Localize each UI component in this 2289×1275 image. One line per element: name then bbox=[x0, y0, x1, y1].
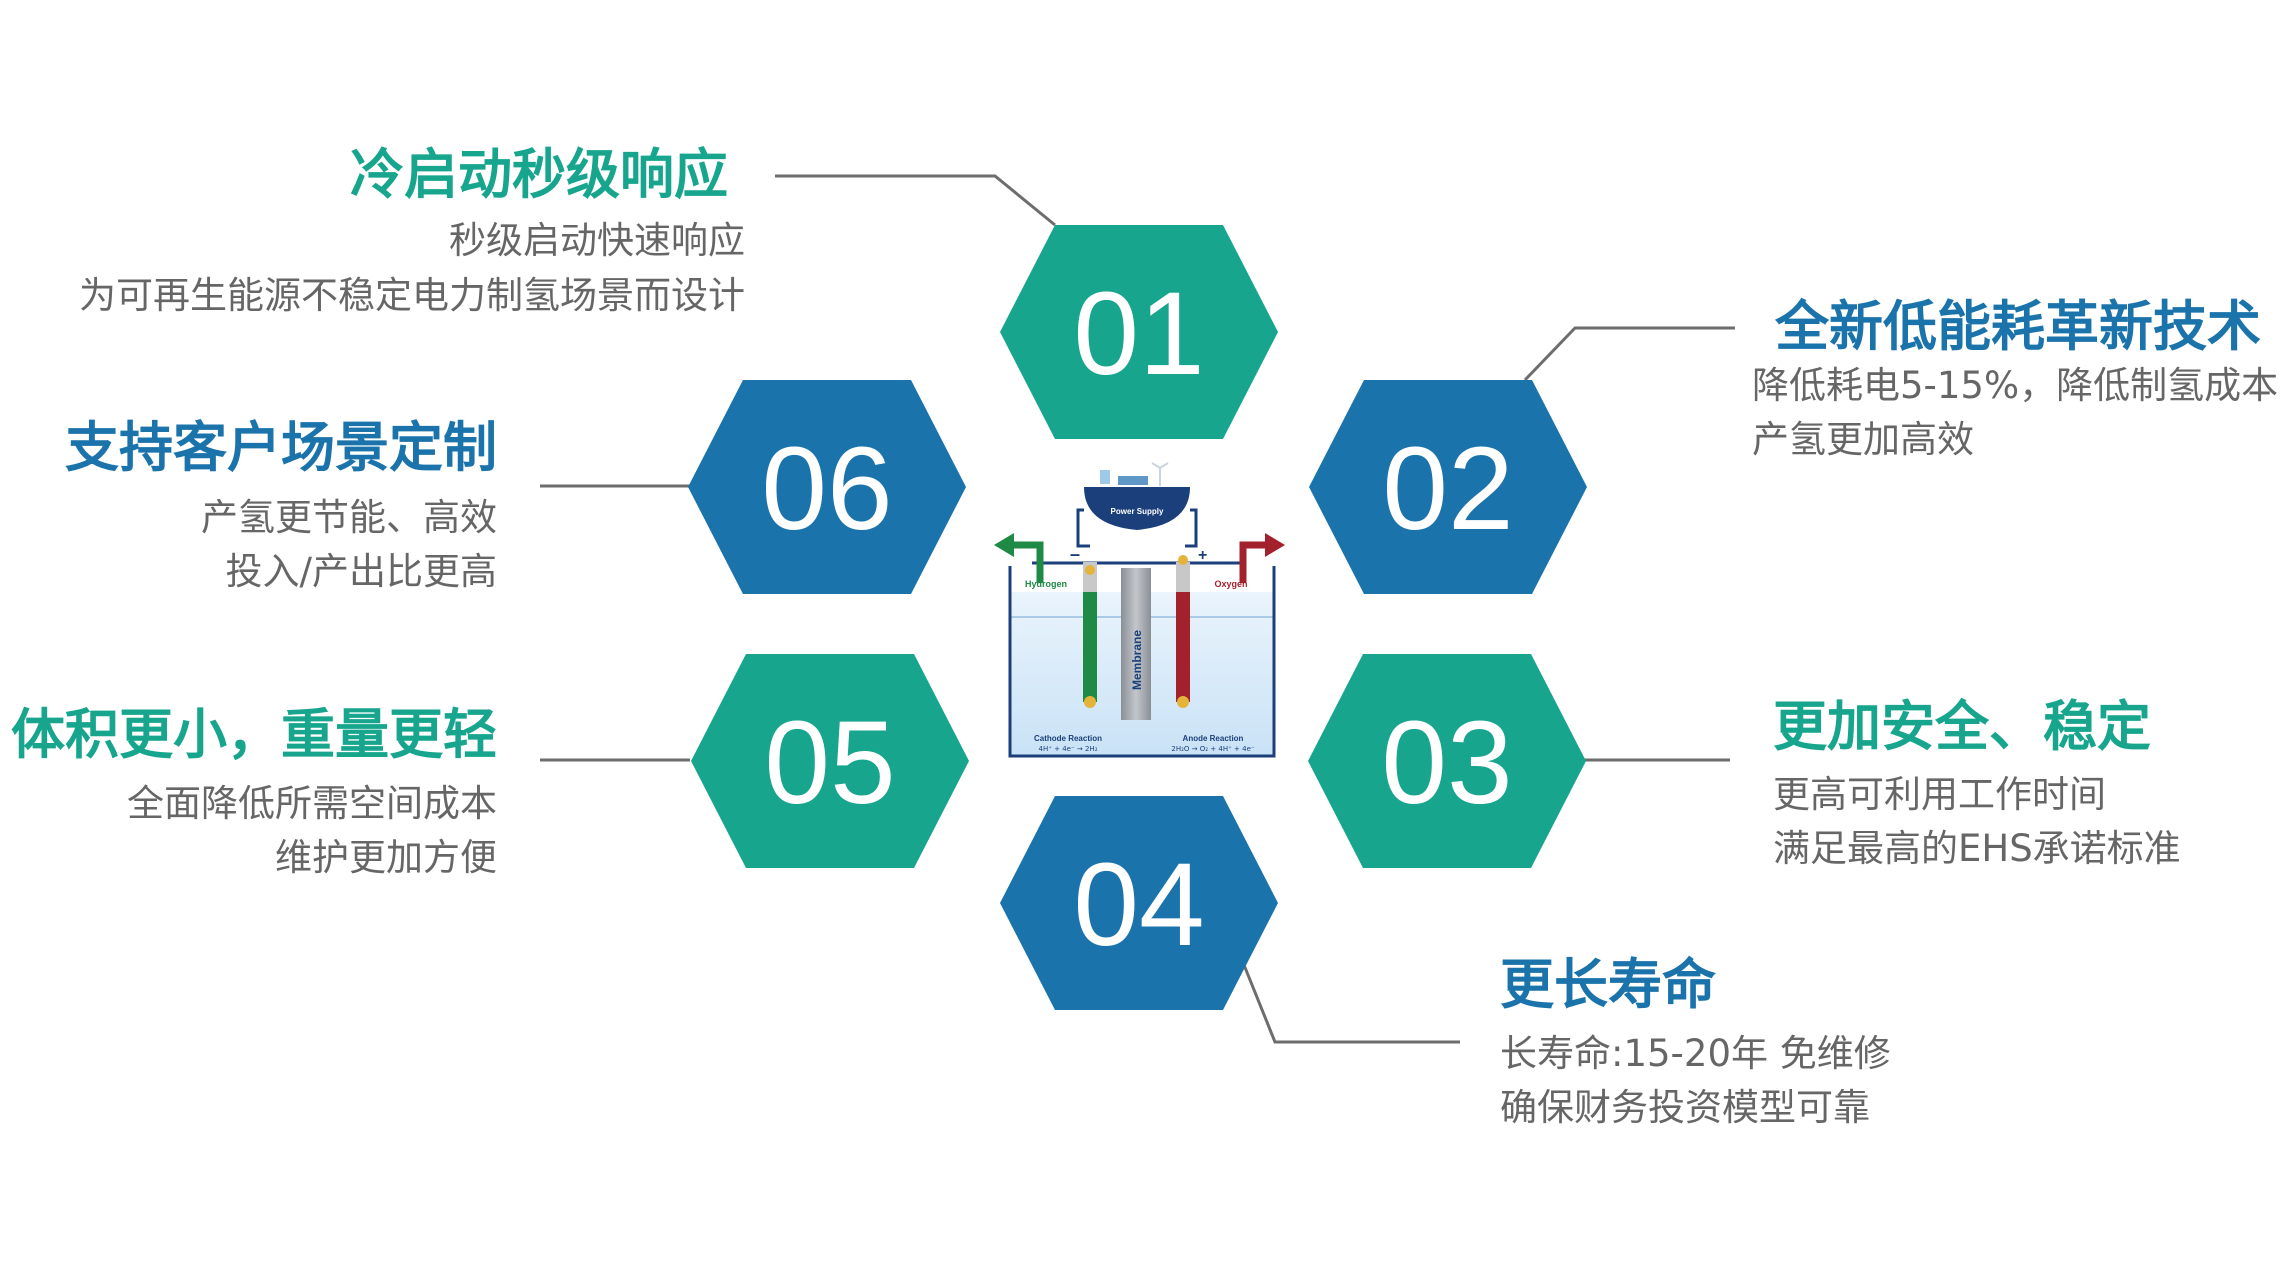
feature-title: 体积更小，重量更轻 bbox=[11, 703, 497, 766]
cathode-reaction-label: Cathode Reaction bbox=[1034, 734, 1102, 743]
feature-title: 支持客户场景定制 bbox=[65, 416, 497, 479]
negative-wire bbox=[1076, 508, 1090, 548]
hexagon-number: 01 bbox=[1073, 268, 1204, 400]
feature-02-text: 全新低能耗革新技术 降低耗电5-15%，降低制氢成本 产氢更加高效 bbox=[1752, 295, 2278, 461]
hexagon-shape bbox=[1309, 380, 1587, 594]
oxygen-label: Oxygen bbox=[1214, 579, 1247, 589]
feature-line: 全面降低所需空间成本 bbox=[127, 782, 497, 825]
feature-line: 产氢更加高效 bbox=[1752, 418, 1974, 461]
hexagon-05: 05 bbox=[691, 654, 969, 868]
feature-title: 全新低能耗革新技术 bbox=[1774, 295, 2261, 358]
electrolyzer-illustration: Power Supply – + Hydrogen Oxygen Membran… bbox=[994, 462, 1285, 758]
hexagon-number: 05 bbox=[764, 697, 895, 829]
anode-equation: 2H₂O → O₂ + 4H⁺ + 4e⁻ bbox=[1171, 745, 1254, 753]
feature-06-text: 支持客户场景定制 产氢更节能、高效 投入/产出比更高 bbox=[65, 416, 497, 593]
oxygen-arrow bbox=[1239, 541, 1267, 583]
feature-03-text: 更加安全、稳定 更高可利用工作时间 满足最高的EHS承诺标准 bbox=[1773, 695, 2181, 870]
minus-sign: – bbox=[1070, 544, 1080, 564]
hexagon-shape bbox=[1000, 796, 1278, 1010]
hexagon-number: 02 bbox=[1382, 423, 1513, 555]
feature-line: 投入/产出比更高 bbox=[226, 550, 497, 593]
hexagon-01: 01 bbox=[1000, 225, 1278, 439]
feature-line: 满足最高的EHS承诺标准 bbox=[1773, 827, 2181, 870]
hexagon-shape bbox=[691, 654, 969, 868]
hexagon-number: 06 bbox=[761, 423, 892, 555]
connector-lines bbox=[540, 174, 1735, 1044]
anode-electrode bbox=[1176, 562, 1190, 702]
hydrogen-arrowhead bbox=[994, 533, 1014, 557]
tank-walls bbox=[1008, 566, 1276, 758]
hydrogen-arrow bbox=[1012, 541, 1044, 583]
hexagon-03: 03 bbox=[1308, 654, 1586, 868]
cathode-equation: 4H⁺ + 4e⁻ → 2H₂ bbox=[1038, 745, 1097, 753]
power-supply-label: Power Supply bbox=[1111, 507, 1164, 516]
connector-02 bbox=[1523, 326, 1735, 382]
feature-line: 降低耗电5-15%，降低制氢成本 bbox=[1752, 364, 2278, 407]
power-supply-badge: Power Supply bbox=[1084, 462, 1190, 530]
hexagon-shape bbox=[1000, 225, 1278, 439]
feature-title: 冷启动秒级响应 bbox=[350, 143, 728, 206]
connector-04 bbox=[1238, 954, 1460, 1044]
feature-line: 长寿命:15-20年 免维修 bbox=[1500, 1032, 1891, 1075]
membrane-label: Membrane bbox=[1130, 630, 1144, 690]
feature-line: 维护更加方便 bbox=[275, 836, 497, 879]
feature-line: 秒级启动快速响应 bbox=[449, 219, 745, 262]
feature-line: 确保财务投资模型可靠 bbox=[1500, 1086, 1870, 1129]
hexagon-shape bbox=[688, 380, 966, 594]
feature-04-text: 更长寿命 长寿命:15-20年 免维修 确保财务投资模型可靠 bbox=[1500, 953, 1891, 1129]
hexagon-04: 04 bbox=[1000, 796, 1278, 1010]
feature-title: 更加安全、稳定 bbox=[1773, 695, 2151, 758]
feature-05-text: 体积更小，重量更轻 全面降低所需空间成本 维护更加方便 bbox=[11, 703, 497, 879]
anode-top bbox=[1176, 562, 1190, 592]
positive-wire bbox=[1185, 508, 1198, 548]
feature-line: 为可再生能源不稳定电力制氢场景而设计 bbox=[79, 274, 745, 317]
feature-line: 产氢更节能、高效 bbox=[201, 496, 497, 539]
hydrogen-label: Hydrogen bbox=[1025, 579, 1067, 589]
hexagon-number: 03 bbox=[1381, 697, 1512, 829]
oxygen-arrowhead bbox=[1265, 533, 1285, 557]
hexagon-06: 06 bbox=[688, 380, 966, 594]
cathode-electrode bbox=[1083, 562, 1097, 702]
feature-title: 更长寿命 bbox=[1500, 953, 1716, 1016]
hexagon-02: 02 bbox=[1309, 380, 1587, 594]
membrane bbox=[1121, 568, 1151, 720]
anode-reaction-label: Anode Reaction bbox=[1183, 734, 1244, 743]
feature-01-text: 冷启动秒级响应 秒级启动快速响应 为可再生能源不稳定电力制氢场景而设计 bbox=[79, 143, 745, 317]
plus-sign: + bbox=[1198, 547, 1207, 564]
hexagon-number: 04 bbox=[1073, 839, 1204, 971]
feature-line: 更高可利用工作时间 bbox=[1773, 773, 2106, 816]
connector-01 bbox=[775, 174, 1056, 227]
hexagon-shape bbox=[1308, 654, 1586, 868]
